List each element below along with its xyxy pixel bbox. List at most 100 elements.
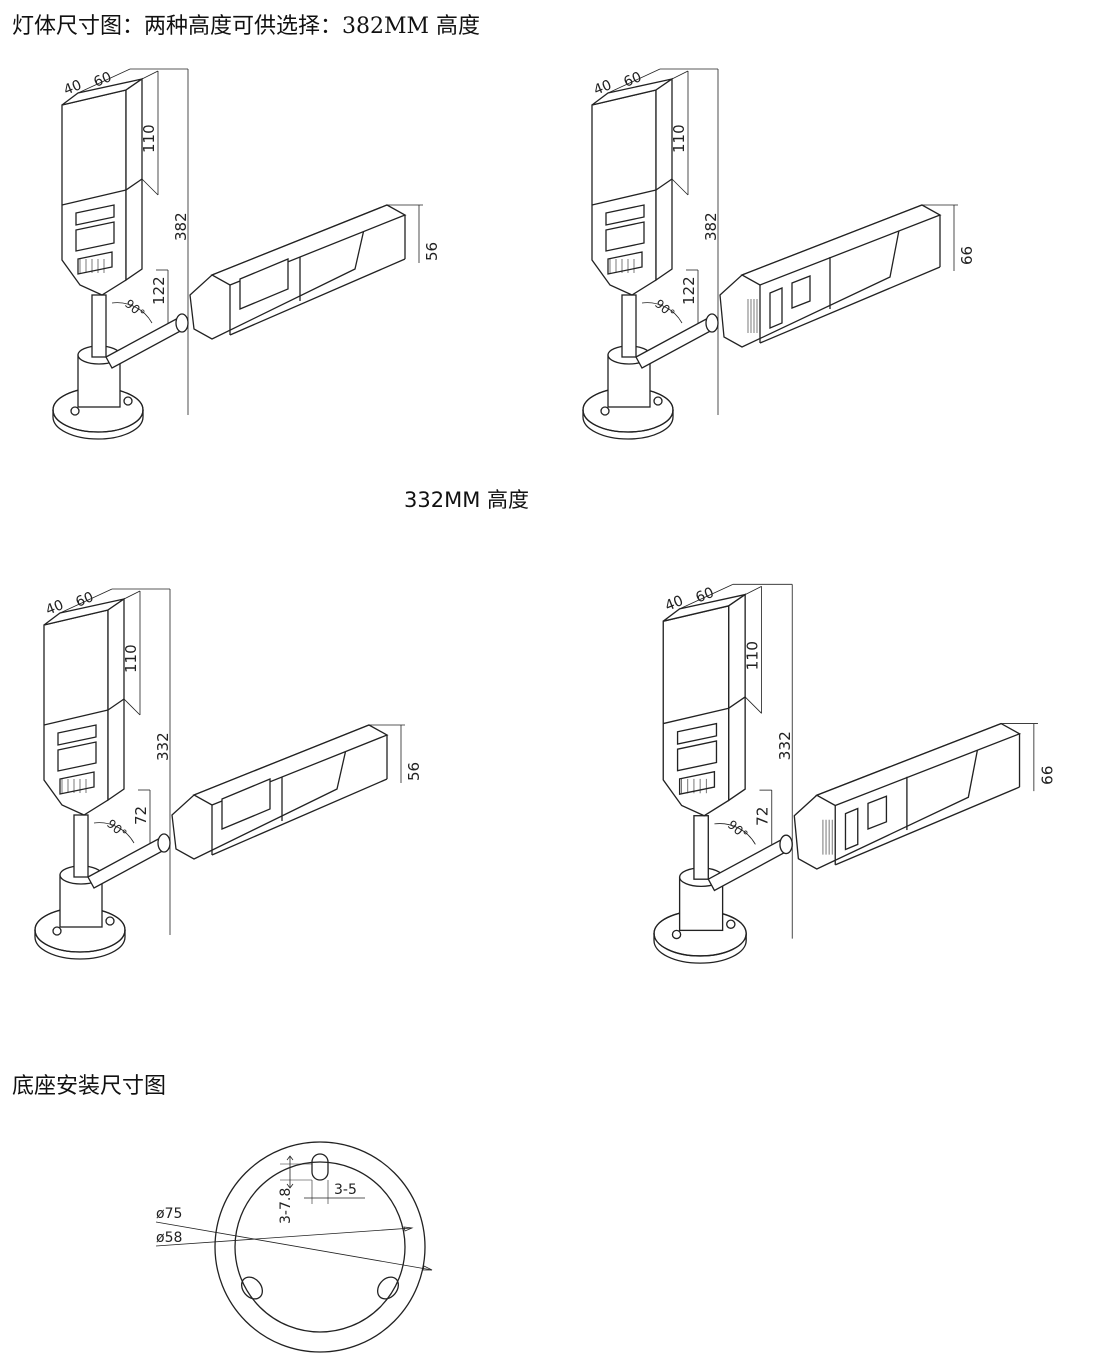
dim-top-ext: [59, 588, 113, 614]
dim-depth-label: 40: [663, 593, 686, 615]
arm-joint: [779, 834, 793, 855]
main-lamp-seam-side: [125, 178, 143, 191]
side-display-window: [844, 807, 859, 851]
horizontal-arm: [635, 316, 717, 369]
base-flange-edge: [34, 930, 126, 960]
side-lamp-bottom-edge: [229, 258, 406, 336]
dim-side-label: 66: [1038, 765, 1056, 785]
base-screw-left: [671, 929, 682, 940]
main-lamp-side: [655, 77, 673, 282]
base-flange-edge: [653, 933, 747, 964]
dim-head-label: 110: [743, 641, 761, 670]
lamp-drawing-332-wide: 40 60 110 332 72 66 90°: [653, 583, 1056, 964]
dim-total-label: 382: [702, 212, 720, 241]
display-window: [676, 740, 718, 772]
arm-joint: [157, 833, 171, 853]
dim-depth-label: 40: [592, 77, 615, 99]
slot-width-label: 3-5: [334, 1182, 357, 1198]
main-lamp-seam: [591, 189, 657, 206]
main-lamp-side: [125, 77, 143, 282]
dim-head-label: 110: [122, 644, 140, 673]
mounting-slot-top: [311, 1153, 329, 1181]
side-label-plate: [867, 795, 888, 830]
dim-total-label: 382: [172, 212, 190, 241]
angle-arc: [93, 822, 135, 844]
horizontal-arm: [707, 837, 792, 892]
base-screw-left: [52, 926, 62, 936]
dim-arm-label: 72: [132, 806, 150, 825]
label-plate: [676, 722, 718, 745]
side-lamp-bottom-edge: [211, 778, 388, 856]
mounting-hole-right: [377, 1276, 399, 1300]
main-lamp-seam-side: [655, 178, 673, 191]
main-lamp-seam-side: [107, 698, 125, 711]
dim-top-ext-2: [671, 70, 689, 80]
dim-width-label: 60: [74, 589, 97, 611]
display-window: [57, 741, 97, 772]
dim-side-label: 56: [405, 762, 423, 781]
mounting-hole-left: [241, 1276, 263, 1300]
base-screw-right: [105, 916, 115, 926]
dim-top-ext: [607, 68, 661, 94]
side-lamp-bottom-edge: [759, 266, 941, 344]
slot-length-label: 3-7.8: [278, 1188, 294, 1224]
dim-head-ext: [671, 178, 689, 196]
label-plate: [605, 204, 645, 226]
base-screw-right: [123, 396, 133, 406]
side-label-plate: [791, 275, 811, 309]
dim-top-ext: [77, 68, 131, 94]
dim-top-ext-2: [123, 590, 141, 600]
dim-angle-label: 90°: [104, 817, 129, 841]
dim-top-ext-2: [141, 70, 159, 80]
side-lamp-top: [815, 722, 1022, 807]
dim-angle-label: 90°: [122, 297, 147, 321]
main-lamp-seam-side: [728, 696, 746, 709]
base-flange-edge: [52, 410, 144, 440]
vertical-pole: [91, 294, 107, 358]
dim-head-label: 110: [670, 124, 688, 153]
vertical-pole: [621, 294, 637, 358]
dim-angle-label: 90°: [725, 818, 751, 843]
side-display-window: [239, 258, 289, 310]
dim-side-label: 66: [958, 246, 976, 265]
base-screw-right: [726, 919, 736, 929]
dim-head-ext: [141, 178, 159, 196]
dim-total-label: 332: [154, 732, 172, 761]
base-flange-edge: [582, 410, 674, 440]
outer-circle: [214, 1141, 426, 1353]
side-display-window: [221, 778, 271, 830]
horizontal-arm: [87, 836, 169, 889]
dim-depth-label: 40: [62, 77, 85, 99]
dim-arm-label: 122: [680, 276, 698, 305]
speaker-grille: [607, 251, 643, 275]
section-title-332: 332MM 高度: [404, 488, 529, 512]
side-lamp-bottom-edge: [834, 786, 1020, 866]
main-lamp-side: [728, 593, 746, 802]
inner-circle: [234, 1161, 406, 1333]
base-screw-right: [653, 396, 663, 406]
inner-diameter-label: ø58: [156, 1230, 182, 1246]
dim-arm-label: 72: [754, 806, 772, 826]
arm-joint: [175, 313, 189, 333]
speaker-grille: [678, 770, 716, 796]
dim-head-label: 110: [140, 124, 158, 153]
display-window: [605, 221, 645, 252]
vertical-pole: [73, 814, 89, 878]
dim-side-label: 56: [423, 242, 441, 261]
main-title: 灯体尺寸图：两种高度可供选择：382MM 高度: [12, 14, 481, 39]
dim-arm-label: 122: [150, 276, 168, 305]
speaker-grille: [59, 771, 95, 795]
angle-arc: [111, 302, 153, 324]
dim-angle-label: 90°: [652, 297, 677, 321]
dim-top-ext-2: [744, 586, 762, 595]
vertical-pole: [693, 815, 709, 880]
dim-width-label: 60: [694, 585, 717, 607]
arm-joint: [705, 313, 719, 333]
main-lamp-seam: [663, 707, 729, 725]
main-lamp-seam: [43, 709, 109, 726]
section-title-base: 底座安装尺寸图: [12, 1074, 167, 1099]
dim-total-label: 332: [776, 731, 794, 760]
